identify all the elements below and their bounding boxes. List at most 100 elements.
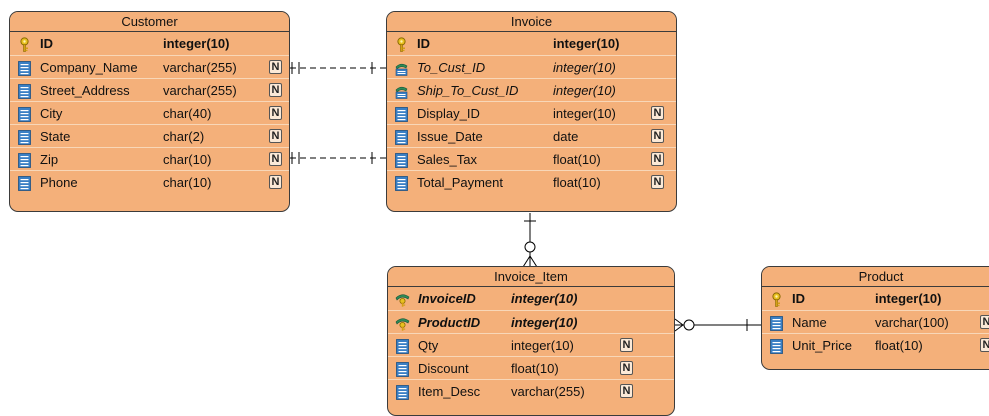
column-name: Ship_To_Cust_ID xyxy=(417,83,519,98)
column-row[interactable]: ID integer(10) xyxy=(762,287,989,310)
relationship-invoice-invoice-item[interactable] xyxy=(522,213,538,268)
column-type: integer(10) xyxy=(511,291,578,306)
entity-title: Product xyxy=(762,267,989,287)
nullable-icon: N xyxy=(620,338,633,352)
column-type: integer(10) xyxy=(553,83,616,98)
column-name: Discount xyxy=(418,361,469,376)
column-icon xyxy=(395,361,410,377)
column-type: integer(10) xyxy=(553,106,616,121)
nullable-icon: N xyxy=(269,175,282,189)
column-icon xyxy=(394,106,409,122)
column-type: integer(10) xyxy=(875,291,942,306)
column-icon xyxy=(17,83,32,99)
column-type: float(10) xyxy=(553,175,601,190)
column-name: ID xyxy=(792,291,805,306)
column-icon xyxy=(17,129,32,145)
column-icon xyxy=(395,384,410,400)
column-name: ID xyxy=(417,36,430,51)
column-name: Unit_Price xyxy=(792,338,852,353)
column-row[interactable]: ID integer(10) xyxy=(10,32,289,55)
nullable-icon: N xyxy=(620,361,633,375)
column-type: float(10) xyxy=(511,361,559,376)
primary-foreign-key-icon xyxy=(395,315,410,331)
column-type: integer(10) xyxy=(553,60,616,75)
column-icon xyxy=(395,338,410,354)
column-type: integer(10) xyxy=(163,36,230,51)
column-name: Total_Payment xyxy=(417,175,503,190)
column-row[interactable]: Phone char(10) N xyxy=(10,170,289,193)
entity-customer[interactable]: Customer ID integer(10) Company_Name varcha… xyxy=(9,11,290,212)
foreign-key-icon xyxy=(394,60,409,76)
column-type: char(10) xyxy=(163,152,212,167)
nullable-icon: N xyxy=(651,175,664,189)
primary-key-icon xyxy=(394,36,409,52)
entity-invoice-item[interactable]: Invoice_Item InvoiceID integer(10) Product… xyxy=(387,266,675,416)
relationship-customer-invoice-to-cust[interactable] xyxy=(290,62,386,74)
column-icon xyxy=(17,175,32,191)
column-row[interactable]: InvoiceID integer(10) xyxy=(388,287,674,310)
column-name: Display_ID xyxy=(417,106,480,121)
column-icon xyxy=(394,152,409,168)
nullable-icon: N xyxy=(651,129,664,143)
column-name: Phone xyxy=(40,175,78,190)
column-row[interactable]: Issue_Date date N xyxy=(387,124,676,147)
nullable-icon: N xyxy=(269,83,282,97)
primary-key-icon xyxy=(769,291,784,307)
column-type: char(40) xyxy=(163,106,212,121)
column-name: Issue_Date xyxy=(417,129,483,144)
column-icon xyxy=(17,152,32,168)
column-type: char(2) xyxy=(163,129,205,144)
column-name: Name xyxy=(792,315,827,330)
relationship-customer-invoice-ship-to-cust[interactable] xyxy=(290,152,386,164)
column-type: float(10) xyxy=(553,152,601,167)
primary-foreign-key-icon xyxy=(395,291,410,307)
column-type: varchar(255) xyxy=(511,384,585,399)
column-row[interactable]: Zip char(10) N xyxy=(10,147,289,170)
column-name: Qty xyxy=(418,338,439,353)
primary-key-icon xyxy=(17,36,32,52)
column-name: Company_Name xyxy=(40,60,138,75)
column-row[interactable]: Total_Payment float(10) N xyxy=(387,170,676,193)
column-type: varchar(255) xyxy=(163,60,237,75)
column-icon xyxy=(769,338,784,354)
column-type: char(10) xyxy=(163,175,212,190)
column-type: date xyxy=(553,129,579,144)
column-row[interactable]: Discount float(10) N xyxy=(388,356,674,379)
column-icon xyxy=(394,129,409,145)
entity-title: Customer xyxy=(10,12,289,32)
column-name: InvoiceID xyxy=(418,291,476,306)
column-icon xyxy=(17,60,32,76)
entity-title: Invoice xyxy=(387,12,676,32)
column-icon xyxy=(17,106,32,122)
entity-title: Invoice_Item xyxy=(388,267,674,287)
nullable-icon: N xyxy=(620,384,633,398)
column-name: Zip xyxy=(40,152,59,167)
nullable-icon: N xyxy=(269,129,282,143)
column-name: ID xyxy=(40,36,53,51)
column-name: City xyxy=(40,106,63,121)
column-name: Street_Address xyxy=(40,83,130,98)
column-row[interactable]: To_Cust_ID integer(10) xyxy=(387,55,676,78)
relationship-product-invoice-item[interactable] xyxy=(674,318,761,332)
nullable-icon: N xyxy=(269,152,282,166)
column-type: float(10) xyxy=(875,338,923,353)
column-name: Sales_Tax xyxy=(417,152,477,167)
nullable-icon: N xyxy=(651,152,664,166)
column-name: To_Cust_ID xyxy=(417,60,486,75)
column-row[interactable]: Sales_Tax float(10) N xyxy=(387,147,676,170)
column-row[interactable]: Ship_To_Cust_ID integer(10) xyxy=(387,78,676,101)
foreign-key-icon xyxy=(394,83,409,99)
